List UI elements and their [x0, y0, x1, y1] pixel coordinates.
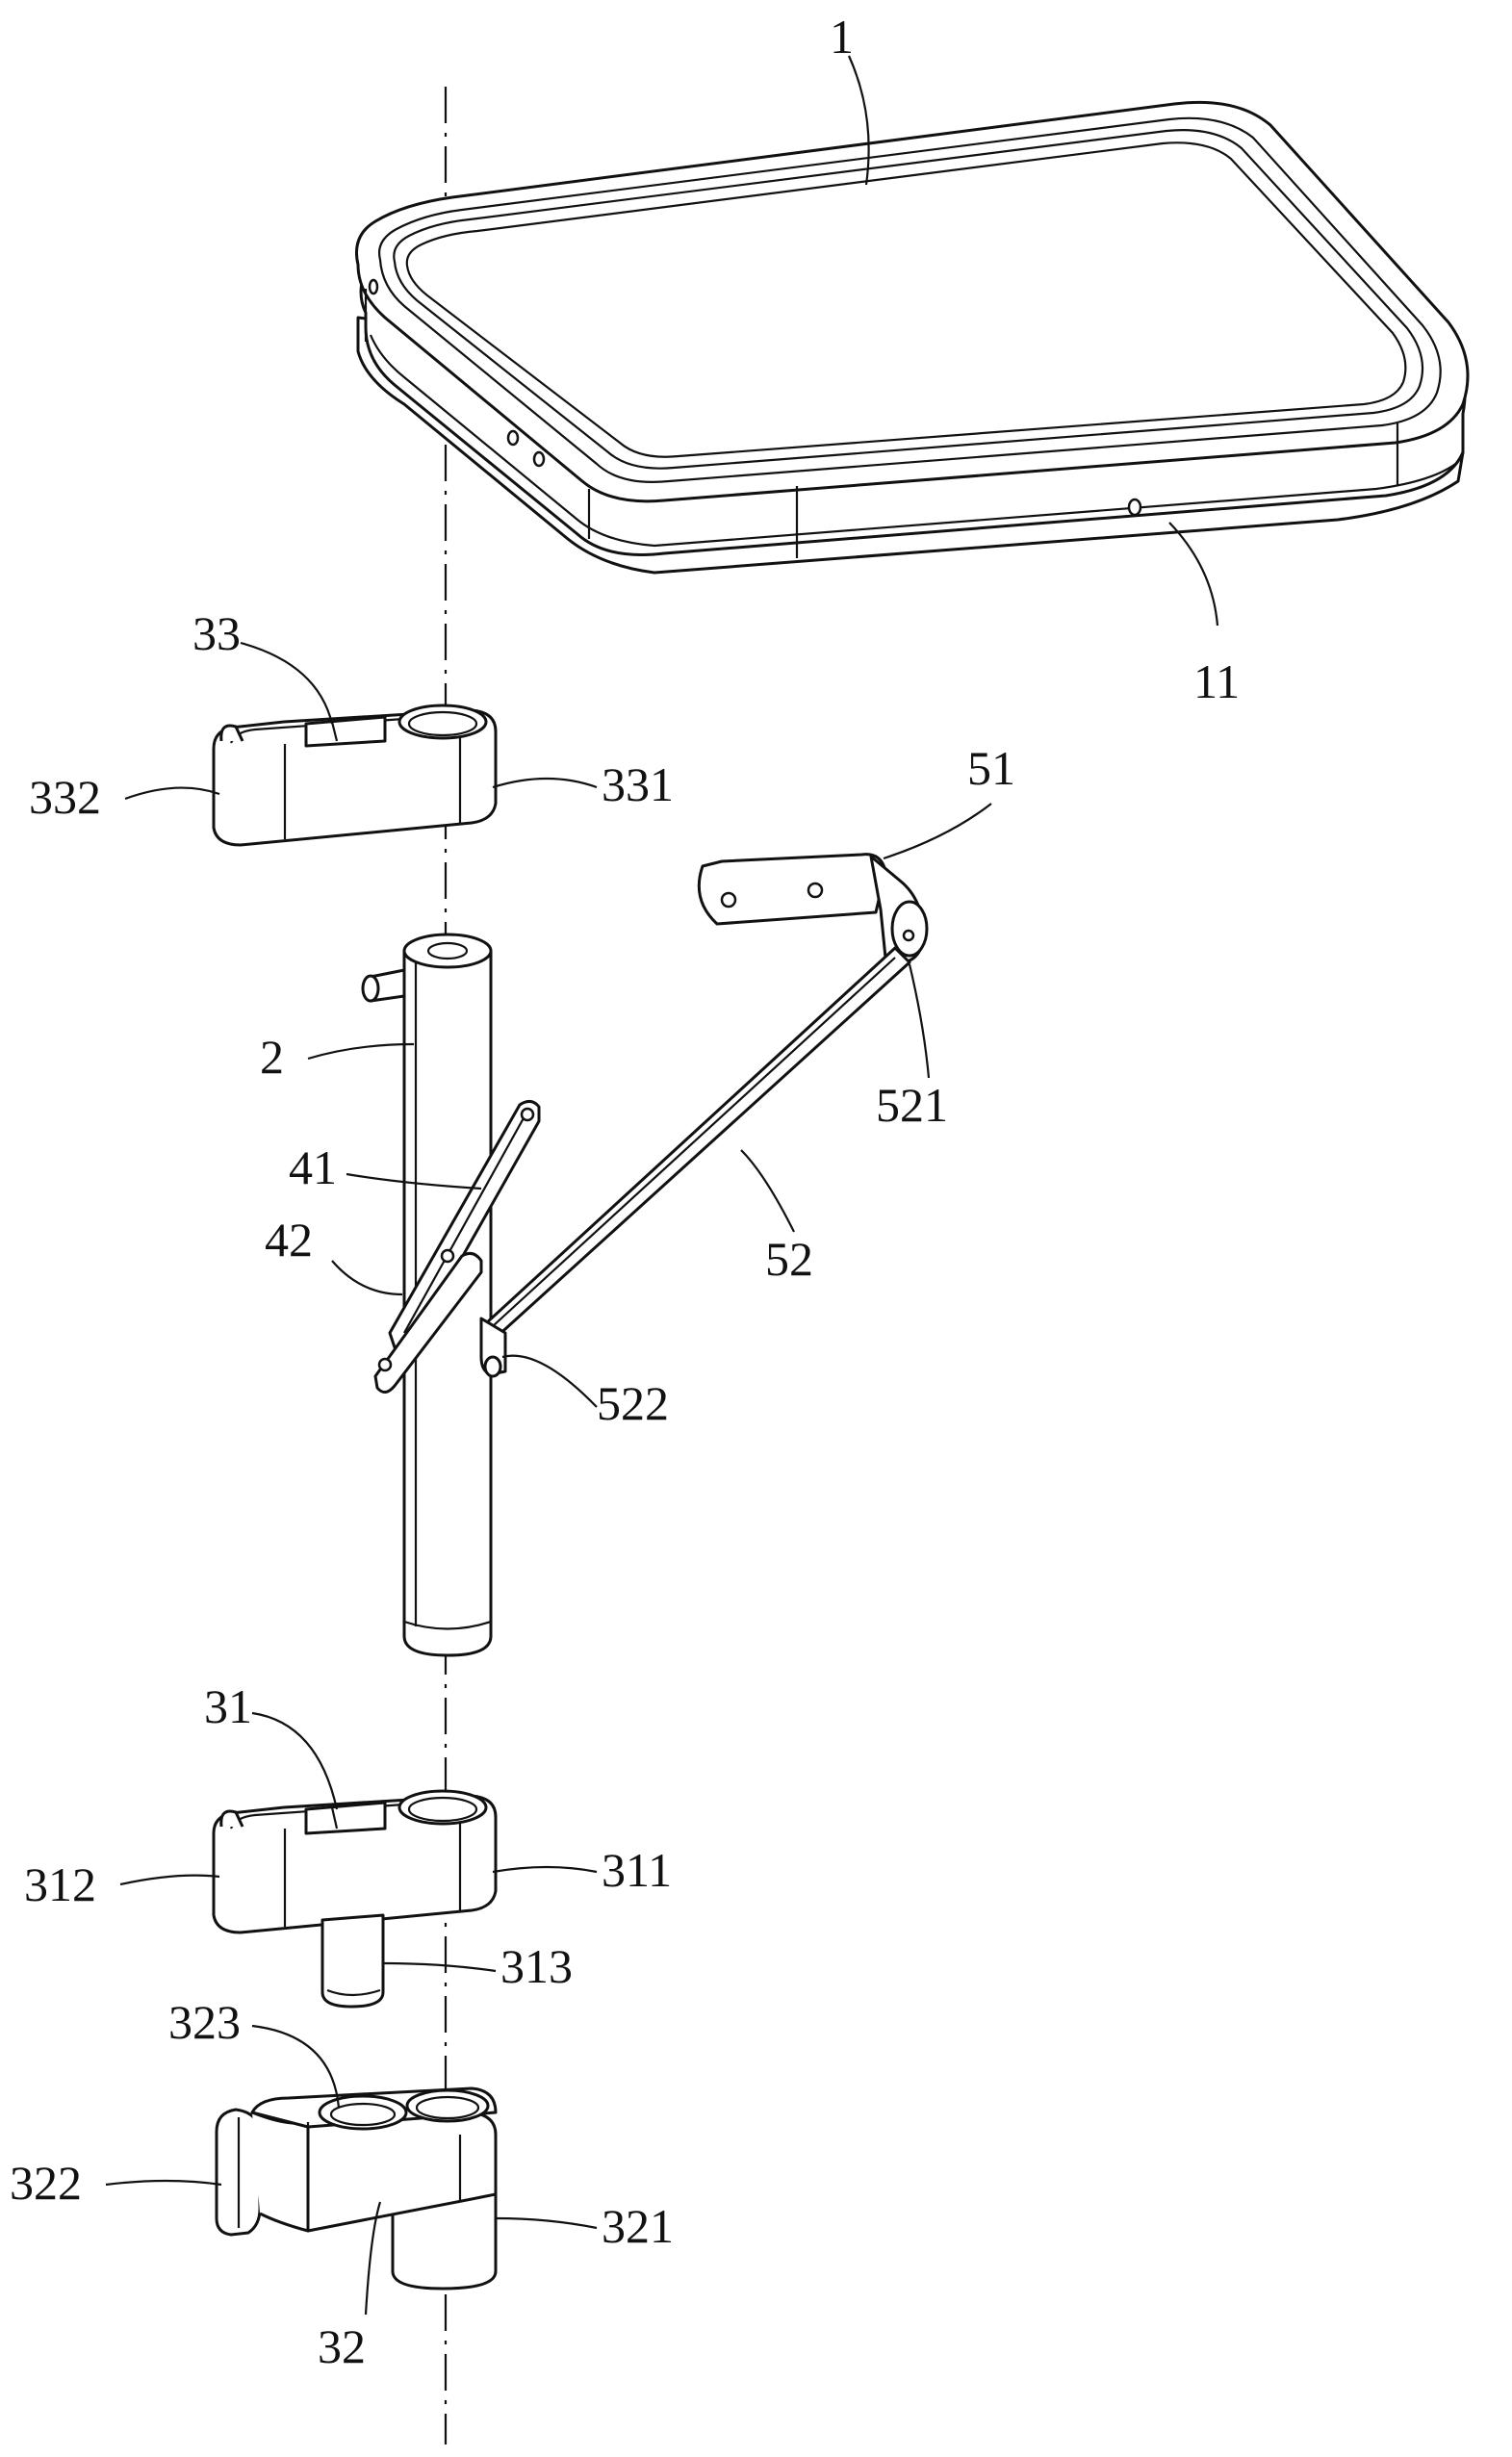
labels: 1 11 33 332 331 2 51 521 41 42 52 522 31…	[10, 10, 1240, 2373]
lower-clamp	[215, 2086, 498, 2291]
label-522: 522	[597, 1376, 669, 1430]
tray	[355, 100, 1470, 575]
label-41: 41	[289, 1140, 337, 1194]
middle-clamp	[212, 1789, 498, 2009]
label-313: 313	[500, 1939, 573, 1993]
upper-clamp	[212, 704, 498, 847]
label-52: 52	[765, 1232, 813, 1286]
label-322: 322	[10, 2156, 82, 2210]
leader-lines	[105, 55, 1219, 2316]
label-2: 2	[260, 1030, 284, 1084]
label-1: 1	[830, 10, 854, 64]
links	[373, 1100, 541, 1394]
label-11: 11	[1193, 654, 1240, 708]
label-32: 32	[318, 2319, 366, 2373]
label-33: 33	[192, 606, 241, 660]
label-51: 51	[967, 741, 1015, 795]
label-31: 31	[204, 1679, 252, 1733]
label-521: 521	[876, 1078, 948, 1132]
label-312: 312	[24, 1857, 96, 1911]
label-331: 331	[602, 757, 674, 811]
label-42: 42	[265, 1213, 313, 1267]
label-323: 323	[168, 1995, 241, 2049]
strut-assembly	[479, 853, 929, 1378]
label-321: 321	[602, 2199, 674, 2253]
label-311: 311	[602, 1843, 672, 1897]
label-332: 332	[29, 770, 101, 824]
